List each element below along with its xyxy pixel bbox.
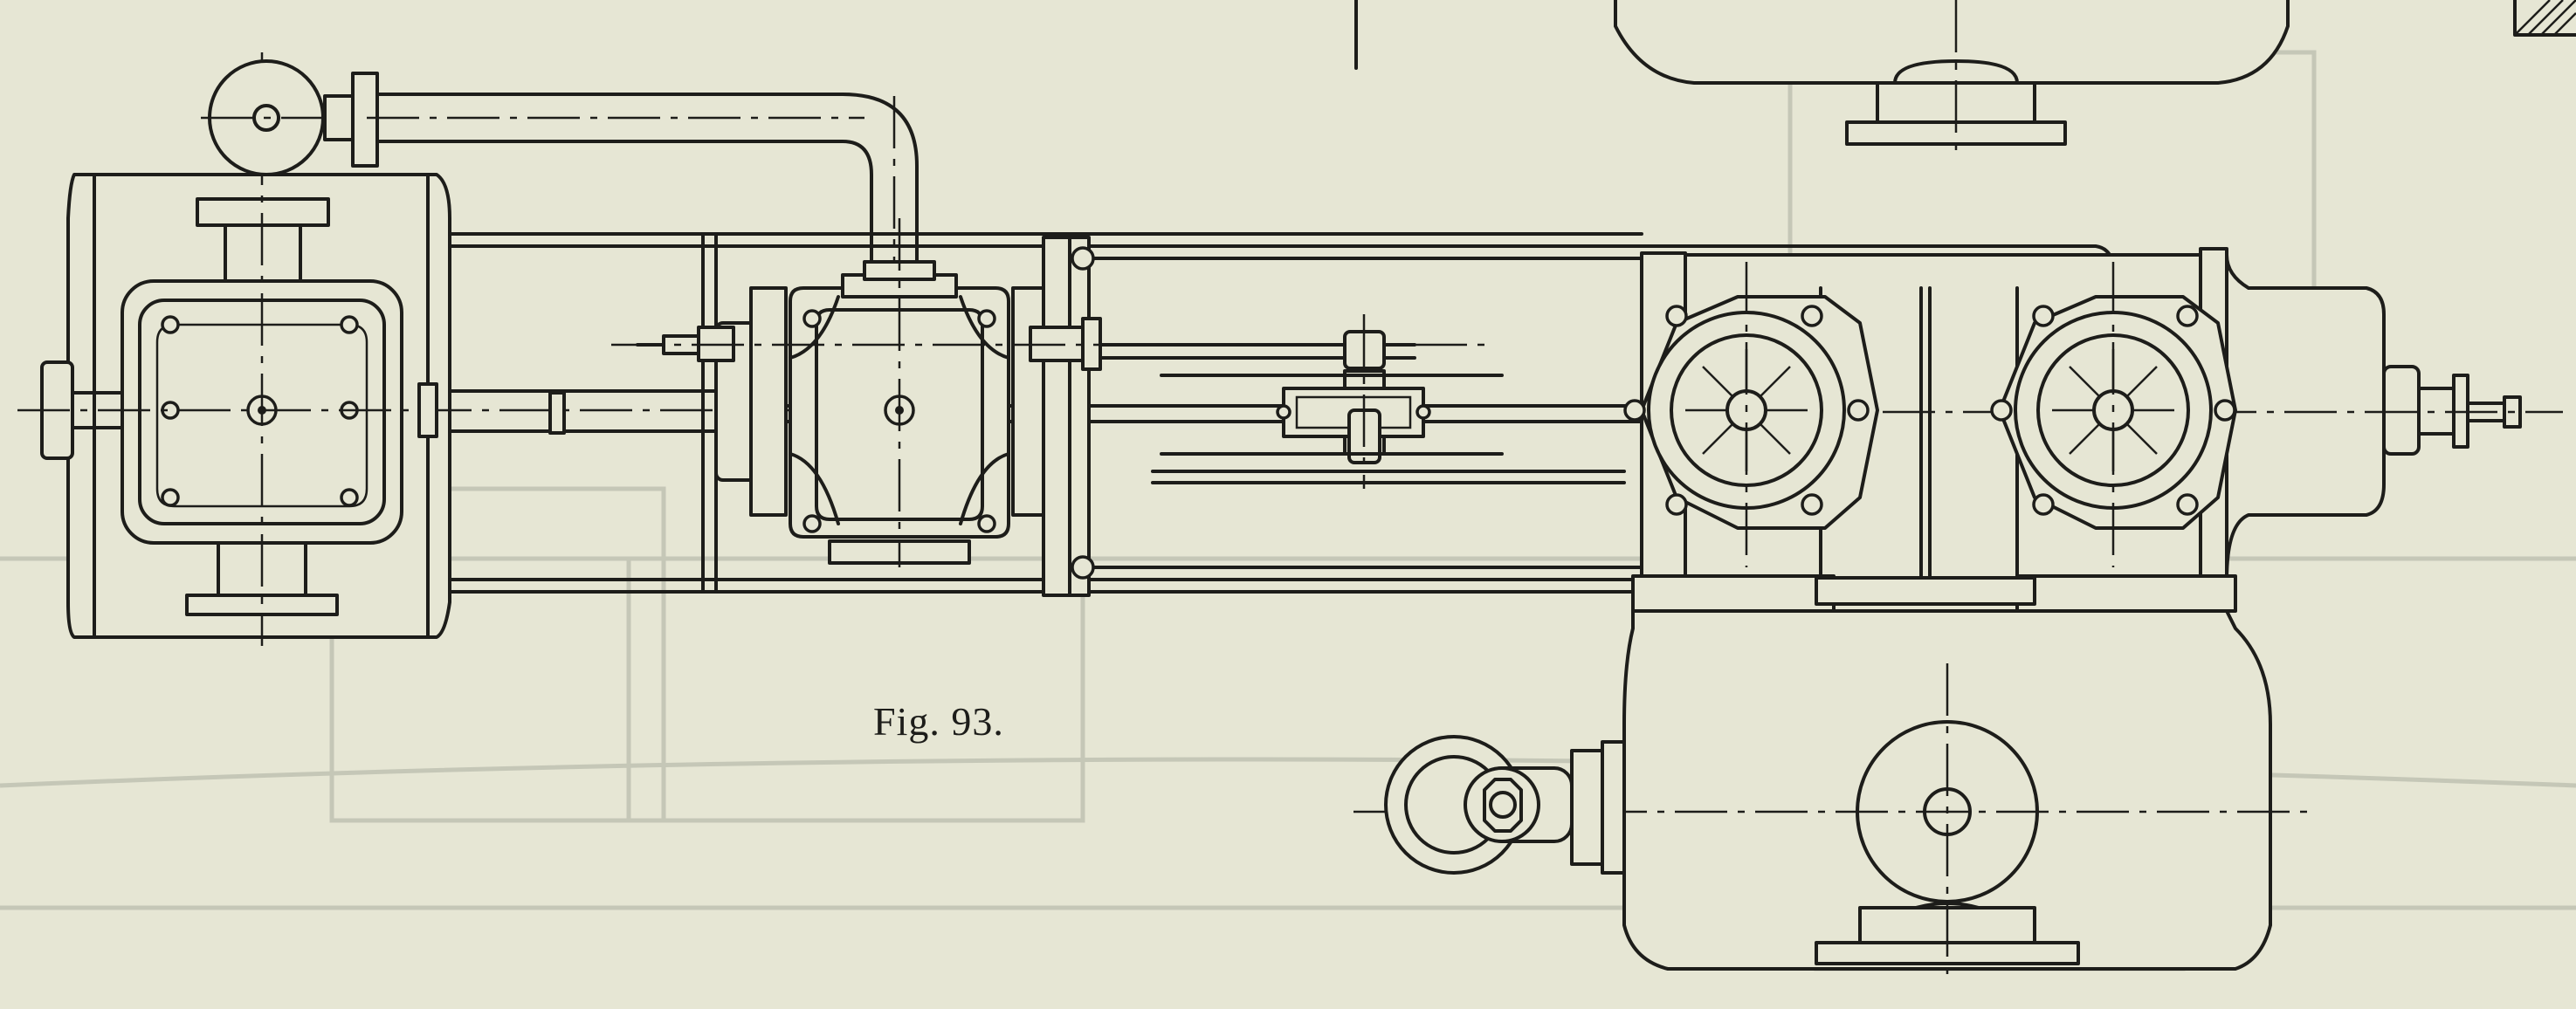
crosshead <box>1151 314 1626 489</box>
pump-valve-cover-left <box>1623 262 1879 567</box>
steam-valve <box>201 59 379 176</box>
top-air-vessel <box>1354 0 2576 157</box>
bottom-air-vessel <box>1353 609 2314 978</box>
figure-caption: Fig. 93. <box>873 699 1004 744</box>
valve-chest <box>611 218 1484 597</box>
pump-valve-cover-right <box>1990 262 2237 567</box>
pump-lower-flanges <box>1631 574 2237 613</box>
steam-pipe <box>367 93 919 288</box>
